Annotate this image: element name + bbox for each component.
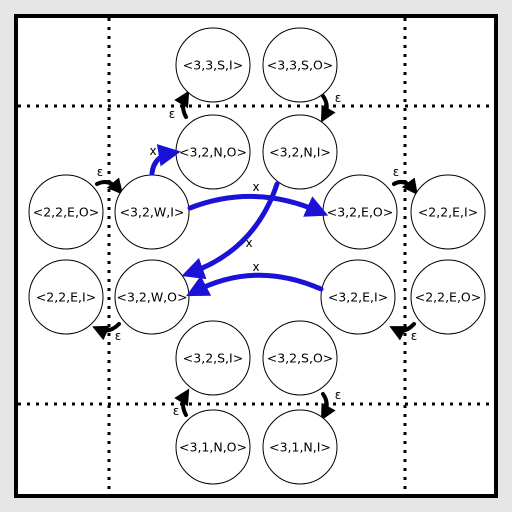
state-label: <3,2,N,O> [179, 145, 247, 160]
state-node: <3,2,N,O> [175, 114, 251, 190]
epsilon-arrow-22EO-32WI [95, 177, 124, 195]
epsilon-arrow-32EO-22EIr [392, 177, 418, 196]
state-node: <3,2,E,I> [320, 259, 396, 335]
state-label: <3,1,N,I> [269, 440, 331, 455]
state-label: <3,1,N,O> [179, 440, 247, 455]
state-node: <2,2,E,I> [410, 174, 486, 250]
epsilon-label: ε [335, 388, 342, 402]
x-transitions [149, 144, 329, 297]
x-label: x [252, 260, 259, 274]
state-nodes: <3,3,S,I> <3,3,S,O> <3,2,N,O> <3,2,N,I> … [28, 27, 486, 485]
x-arrow-32WI-32NO [149, 144, 181, 176]
state-label: <3,2,E,I> [328, 290, 388, 305]
epsilon-arrow-31NO-32SI [174, 388, 190, 417]
x-arrow-32EI-32WO [186, 272, 324, 297]
state-node: <3,2,E,O> [322, 174, 398, 250]
epsilon-arrow-32NO-33SI [174, 90, 190, 119]
state-node: <3,2,W,I> [114, 174, 190, 250]
x-labels: x x x x [149, 144, 259, 274]
epsilon-arrow-33SO-32NI [320, 94, 336, 123]
x-arrow-32WI-32EO [187, 194, 329, 217]
epsilon-label: ε [97, 165, 104, 179]
state-node: <2,2,E,I> [28, 259, 104, 335]
state-label: <2,2,E,I> [36, 290, 96, 305]
state-label: <3,2,S,I> [183, 351, 243, 366]
state-node: <3,2,S,I> [175, 320, 251, 396]
state-label: <2,2,E,I> [418, 205, 478, 220]
diagram-border [14, 14, 498, 498]
epsilon-arrow-22EOr-32EI [389, 322, 416, 341]
epsilon-label: ε [393, 165, 400, 179]
epsilon-arrow-32WO-22EIl [92, 322, 121, 341]
state-label: <2,2,E,O> [33, 205, 100, 220]
grid-lines [18, 18, 494, 494]
state-node: <3,2,S,O> [262, 320, 338, 396]
epsilon-label: ε [115, 329, 122, 343]
state-label: <3,2,N,I> [269, 145, 331, 160]
epsilon-label: ε [411, 329, 418, 343]
state-label: <3,2,W,I> [120, 205, 185, 220]
epsilon-label: ε [335, 91, 342, 105]
state-node: <3,1,N,O> [175, 409, 251, 485]
state-label: <3,2,E,O> [327, 205, 394, 220]
epsilon-label: ε [169, 107, 176, 121]
x-label: x [149, 144, 156, 158]
state-node: <3,2,N,I> [262, 114, 338, 190]
state-node: <3,1,N,I> [262, 409, 338, 485]
state-label: <3,2,W,O> [117, 290, 188, 305]
epsilon-arrow-32SO-31NI [320, 392, 336, 421]
epsilon-label: ε [173, 404, 180, 418]
state-node: <2,2,E,O> [28, 174, 104, 250]
x-label: x [252, 180, 259, 194]
x-arrow-32NI-32WO [181, 181, 280, 280]
state-node: <3,3,S,I> [175, 27, 251, 103]
state-label: <3,3,S,O> [267, 58, 334, 73]
state-label: <3,3,S,I> [183, 58, 243, 73]
x-label: x [245, 236, 252, 250]
state-label: <3,2,S,O> [267, 351, 334, 366]
state-node: <3,3,S,O> [262, 27, 338, 103]
state-node: <3,2,W,O> [114, 259, 190, 335]
state-label: <2,2,E,O> [415, 290, 482, 305]
state-node: <2,2,E,O> [410, 259, 486, 335]
epsilon-transitions [92, 90, 418, 421]
epsilon-labels: ε ε ε ε ε ε ε ε [97, 91, 418, 418]
